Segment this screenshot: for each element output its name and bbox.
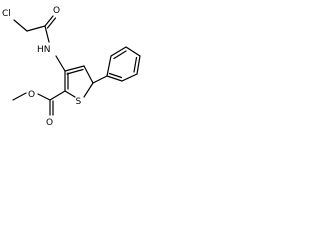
bond-s-c2 bbox=[64, 90, 76, 98]
bond-ph-inner-c bbox=[108, 72, 123, 79]
molecule-structure: Cl O HN S O O bbox=[2, 6, 141, 128]
atom-label-o-amide: O bbox=[53, 6, 60, 16]
bond-ch2-c-amide bbox=[26, 25, 46, 32]
bond-ph-1-2 bbox=[106, 55, 112, 77]
bond-c-amide-nh bbox=[44, 25, 50, 43]
bond-c3-c4 bbox=[64, 65, 85, 72]
bond-ph-4-5 bbox=[136, 55, 141, 75]
bond-ph-5-6 bbox=[121, 73, 138, 82]
atom-label-o-ester-carbonyl: O bbox=[46, 118, 53, 128]
atom-label-cl: Cl bbox=[2, 9, 11, 19]
bond-ph-inner-b bbox=[133, 56, 138, 73]
bond-o-ether-ch3 bbox=[12, 92, 27, 101]
bond-c-o-amide-2 bbox=[46, 17, 57, 29]
atom-label-s: S bbox=[76, 97, 82, 107]
atom-label-o-ester-ether: O bbox=[28, 90, 35, 100]
bond-ph-2-3 bbox=[110, 46, 127, 57]
bond-ph-inner-a bbox=[113, 50, 127, 60]
atom-label-nh: HN bbox=[37, 45, 51, 55]
bond-c3-c4-inner bbox=[66, 68, 84, 75]
molecule-canvas: Cl O HN S O O bbox=[0, 0, 144, 131]
bond-ph-3-4 bbox=[125, 46, 141, 57]
bond-c5-s bbox=[83, 82, 94, 98]
bond-nh-c3 bbox=[55, 55, 66, 72]
bond-cl-ch2 bbox=[13, 19, 28, 32]
bond-ph-6-1 bbox=[106, 75, 123, 82]
bond-c4-c5 bbox=[83, 65, 94, 84]
bond-c2-c-ester bbox=[49, 90, 66, 101]
bond-c-ester-o-ether bbox=[37, 93, 51, 101]
bond-c-o-amide-1 bbox=[44, 15, 54, 27]
bond-c5-phenyl bbox=[92, 75, 108, 84]
